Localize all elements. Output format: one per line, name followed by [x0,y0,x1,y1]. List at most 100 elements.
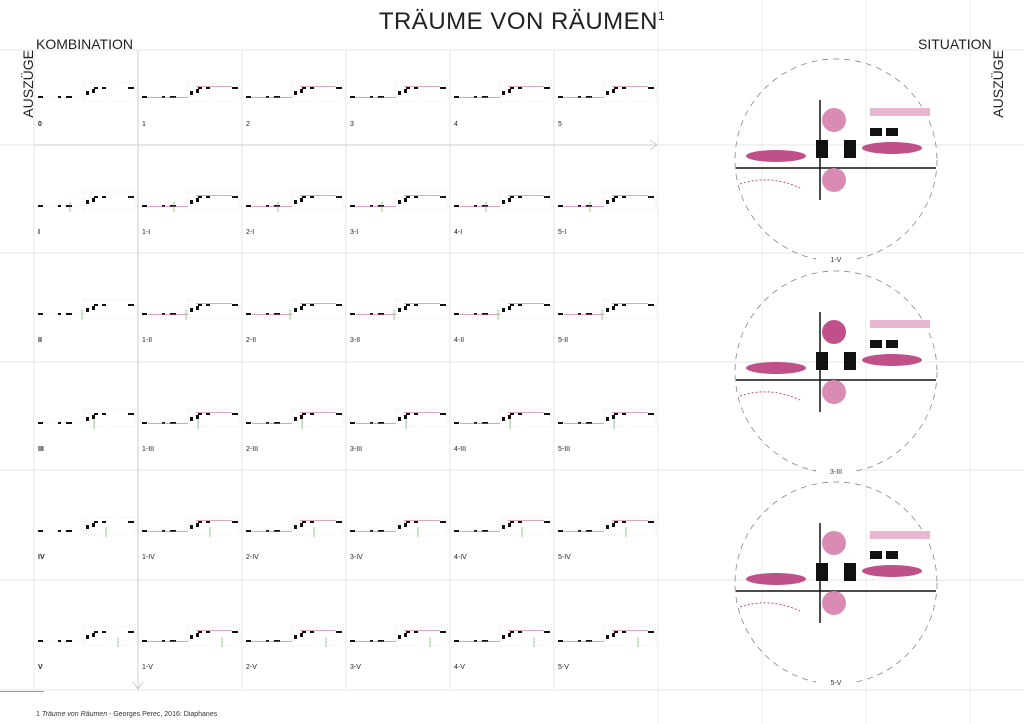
plan-block [38,530,43,532]
plan-outline [603,299,657,319]
plan-block [142,640,147,642]
plan-block [206,631,210,633]
plan-block [38,640,43,642]
plan-block [92,523,95,527]
footnote-mark: 1 [658,9,666,23]
cell-label: 5 [558,121,562,128]
plan-block [508,306,511,310]
cell-label: 1-I [142,229,151,236]
plan-block [502,635,505,639]
plan-block [508,633,511,637]
plan-block [142,96,147,98]
plan-block [378,205,384,207]
plan-block [398,91,401,95]
plan-block [58,422,61,424]
plan-block [274,640,280,642]
plan-outline [187,82,241,102]
plan-block [378,422,384,424]
plan-outline [499,299,553,319]
plan-block [518,521,522,523]
plan-block [170,422,176,424]
plan-block [86,200,89,204]
plan-outline [83,299,137,319]
cell-label: 1-II [142,337,153,344]
cell-label: I [38,229,40,236]
plan-block [404,633,407,637]
plan-outline [603,626,657,646]
plan-block [190,308,193,312]
plan-block [232,521,238,523]
cell-label: 4-I [454,229,463,236]
plan-block [128,304,134,306]
plan-outline [187,626,241,646]
plan-block [474,530,477,532]
cell-label: 1-IV [142,554,155,561]
plan-outline [395,626,449,646]
plan-block [614,196,618,198]
plan-block [606,91,609,95]
plan-block [370,422,373,424]
plan-block [518,196,522,198]
plan-block [370,96,373,98]
plan-block [622,413,626,415]
plan-block [404,198,407,202]
plan-block [336,304,342,306]
plan-outline [603,516,657,536]
plan-block [508,523,511,527]
plan-block [886,551,898,559]
plan-block [300,633,303,637]
plan-block [300,89,303,93]
plan-block [404,523,407,527]
plan-block [274,205,280,207]
plan-block [350,640,355,642]
footnote-number: 1 [36,711,40,718]
plan-block [378,96,384,98]
plan-block [398,417,401,421]
plan-block [198,304,202,306]
plan-block [128,413,134,415]
plan-block [66,313,72,315]
plan-outline [291,408,345,428]
plan-block [38,205,43,207]
plan-block [578,313,581,315]
plan-block [266,205,269,207]
plan-block [414,196,418,198]
cell-label: 3-II [350,337,361,344]
plan-block [370,640,373,642]
plan-block [336,87,342,89]
cell-label: 1-III [142,446,155,453]
plan-block [440,196,446,198]
plan-block [578,96,581,98]
activity-circle [822,168,846,192]
plan-block [454,313,459,315]
plan-block [190,635,193,639]
plan-block [58,313,61,315]
footnote-source: - Georges Perec, 2016: Diaphanes [107,711,218,718]
plan-outline [499,626,553,646]
plan-block [482,96,488,98]
cell-label: II [38,337,42,344]
plan-block [606,525,609,529]
activity-ellipse [746,362,806,374]
situation-label: 1-V [816,257,856,264]
plan-block [474,422,477,424]
cell-label: 2-II [246,337,257,344]
cell-label: 5-III [558,446,571,453]
plan-block [58,530,61,532]
plan-block [206,87,210,89]
plan-block [406,413,410,415]
plan-block [614,413,618,415]
plan-block [558,205,563,207]
cell-label: 4-IV [454,554,467,561]
plan-block [142,313,147,315]
plan-block [142,205,147,207]
plan-block [612,89,615,93]
activity-ellipse [862,565,922,577]
plan-outline [499,408,553,428]
plan-block [302,304,306,306]
plan-block [142,530,147,532]
plan-block [612,198,615,202]
plan-block [378,530,384,532]
plan-block [586,640,592,642]
plan-block [586,313,592,315]
